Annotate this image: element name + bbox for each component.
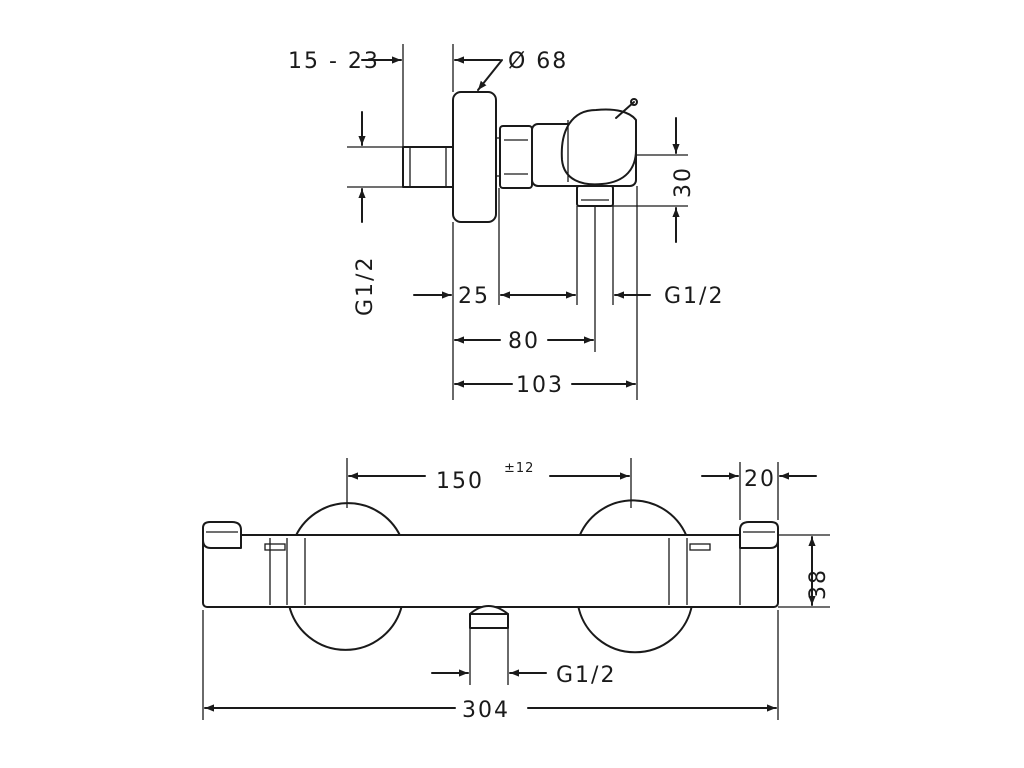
rosette-right xyxy=(577,499,689,541)
handle-cap-right xyxy=(739,521,779,549)
dim-label-25: 25 xyxy=(458,284,490,309)
dim-label-150: 150 xyxy=(436,469,484,494)
dim-label-80: 80 xyxy=(508,329,540,354)
handle-cap-left xyxy=(202,521,242,549)
dim-label-150-tolerance: ±12 xyxy=(504,461,534,476)
dim-label-inlet-thread: G1/2 xyxy=(353,256,378,316)
thermostat-body xyxy=(202,534,779,608)
dim-label-38: 38 xyxy=(806,568,831,600)
rosette-side xyxy=(452,91,497,223)
dim-label-103: 103 xyxy=(516,373,564,398)
dim-label-20: 20 xyxy=(744,467,776,492)
dim-label-30: 30 xyxy=(671,166,696,198)
rosette-left xyxy=(293,502,403,541)
eccentric-connector xyxy=(402,146,454,188)
dim-label-outlet-thread-front: G1/2 xyxy=(556,663,616,688)
outlet-stub-side xyxy=(576,185,614,207)
dim-label-outlet-thread-side: G1/2 xyxy=(664,284,724,309)
handle-side xyxy=(560,108,637,186)
dim-label-diameter: Ø 68 xyxy=(508,49,568,74)
hex-nut xyxy=(499,125,533,189)
dim-label-304: 304 xyxy=(462,698,510,723)
side-view: 15 - 23 Ø 68 G1/2 30 25 G1/2 80 103 xyxy=(288,44,724,400)
front-view: 150 ±12 20 38 G1/2 304 xyxy=(202,458,831,723)
dim-label-15-23: 15 - 23 xyxy=(288,49,380,74)
